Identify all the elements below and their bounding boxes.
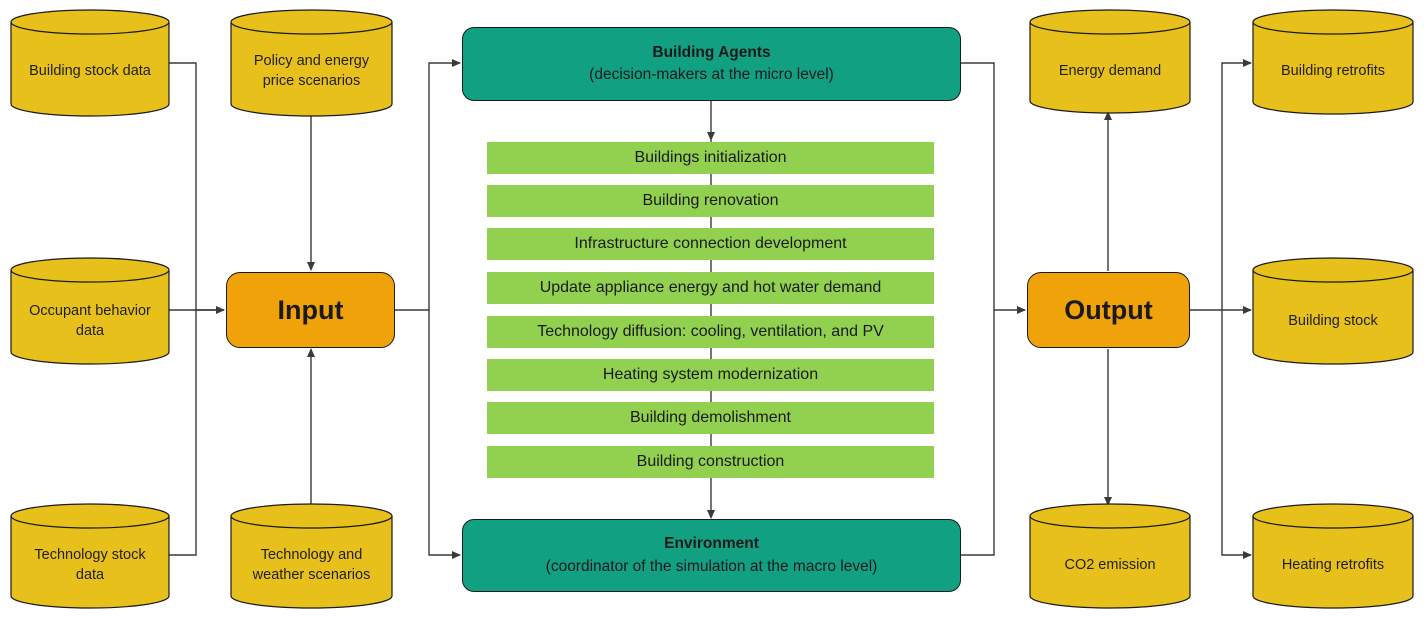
connector-output-to-heating-retrofits	[1221, 310, 1252, 559]
connector-agents-to-output	[961, 62, 1026, 314]
building-stock-cylinder-rim	[1252, 269, 1414, 283]
policy-energy-price-scenarios-database: Policy and energy price scenarios	[253, 53, 370, 89]
building-retrofits-database: Building retrofits	[1281, 63, 1385, 80]
connector-building-stock-to-input	[168, 62, 225, 314]
policy-energy-price-scenarios-cylinder-rim	[230, 21, 393, 35]
environment-box: Environment (coordinator of the simulati…	[462, 519, 961, 592]
building-stock-database: Building stock	[1288, 313, 1378, 330]
connector-output-to-building-retrofits	[1221, 59, 1252, 310]
step-heating-system-modernization: Heating system modernization	[487, 359, 934, 391]
building-stock-data-cylinder	[10, 9, 170, 117]
co2-emission-cylinder-rim	[1029, 515, 1191, 529]
building-retrofits-cylinder	[1252, 9, 1414, 115]
step-building-construction: Building construction	[487, 446, 934, 478]
connector-input-to-agents	[394, 59, 461, 311]
connector-tech-stock-to-input	[168, 310, 197, 556]
occupant-behavior-data-database: Occupant behavior data	[29, 303, 151, 339]
environment-subtitle: (coordinator of the simulation at the ma…	[545, 557, 878, 575]
heating-retrofits-cylinder-rim	[1252, 515, 1414, 529]
heating-retrofits-database: Heating retrofits	[1281, 557, 1385, 574]
policy-energy-price-scenarios-cylinder	[230, 9, 393, 117]
technology-stock-data-database: Technology stock data	[34, 547, 146, 583]
step-update-appliance-energy: Update appliance energy and hot water de…	[487, 272, 934, 304]
co2-emission-cylinder	[1029, 503, 1191, 609]
environment-title: Environment	[664, 535, 759, 553]
technology-stock-data-cylinder-rim	[10, 515, 170, 529]
energy-demand-database: Energy demand	[1058, 63, 1162, 80]
building-stock-cylinder	[1252, 257, 1414, 365]
input-hub: Input	[226, 272, 395, 348]
technology-weather-scenarios-cylinder	[230, 503, 393, 609]
step-technology-diffusion: Technology diffusion: cooling, ventilati…	[487, 316, 934, 348]
technology-weather-scenarios-cylinder-rim	[230, 515, 393, 529]
occupant-behavior-data-cylinder-rim	[10, 269, 170, 283]
co2-emission-database: CO2 emission	[1064, 557, 1156, 574]
connector-environment-to-output	[961, 310, 995, 556]
building-agents-title: Building Agents	[652, 43, 771, 61]
technology-stock-data-cylinder	[10, 503, 170, 609]
step-buildings-initialization: Buildings initialization	[487, 142, 934, 174]
building-retrofits-cylinder-rim	[1252, 21, 1414, 35]
output-hub: Output	[1027, 272, 1190, 348]
heating-retrofits-cylinder	[1252, 503, 1414, 609]
building-stock-data-cylinder-rim	[10, 21, 170, 35]
energy-demand-cylinder-rim	[1029, 21, 1191, 35]
step-building-demolishment: Building demolishment	[487, 402, 934, 434]
step-infrastructure-connection: Infrastructure connection development	[487, 228, 934, 260]
building-agents-subtitle: (decision-makers at the micro level)	[589, 66, 834, 83]
building-agents-box: Building Agents (decision-makers at the …	[462, 27, 961, 101]
technology-weather-scenarios-database: Technology and weather scenarios	[252, 547, 371, 583]
step-building-renovation: Building renovation	[487, 185, 934, 217]
connector-input-to-environment	[428, 310, 461, 559]
energy-demand-cylinder	[1029, 9, 1191, 114]
occupant-behavior-data-cylinder	[10, 257, 170, 365]
building-stock-data-database: Building stock data	[29, 63, 151, 80]
